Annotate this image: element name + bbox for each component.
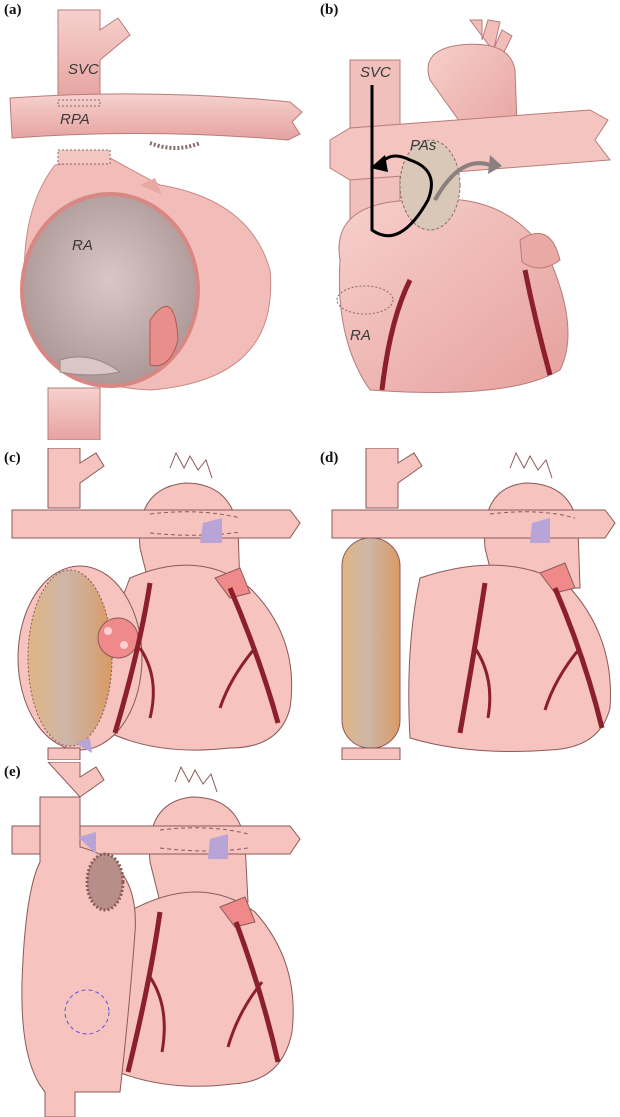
pa-d xyxy=(332,510,615,538)
label-ra-b: RA xyxy=(350,327,371,344)
panel-e-illustration xyxy=(0,762,310,1117)
heart-body-e xyxy=(115,892,294,1086)
ra-cavity xyxy=(22,194,198,386)
label-ra-a: RA xyxy=(72,237,93,254)
panel-a-illustration: SVC RPA RA xyxy=(0,0,310,440)
panel-d-illustration xyxy=(310,448,620,760)
rpa-vessel xyxy=(10,94,302,140)
svc-vessel xyxy=(58,10,130,100)
label-svc-b: SVC xyxy=(360,64,391,81)
label-svc-a: SVC xyxy=(68,61,99,78)
ivc-vessel xyxy=(48,388,100,440)
patch-c xyxy=(28,570,112,746)
label-rpa-a: RPA xyxy=(60,111,90,128)
patch-e xyxy=(87,854,123,910)
pa-c xyxy=(12,510,300,538)
panel-b-illustration: SVC PAs RA xyxy=(310,0,620,440)
panel-c-illustration xyxy=(0,448,310,760)
conduit-d xyxy=(342,538,400,748)
label-pas-b: PAs xyxy=(410,137,437,154)
